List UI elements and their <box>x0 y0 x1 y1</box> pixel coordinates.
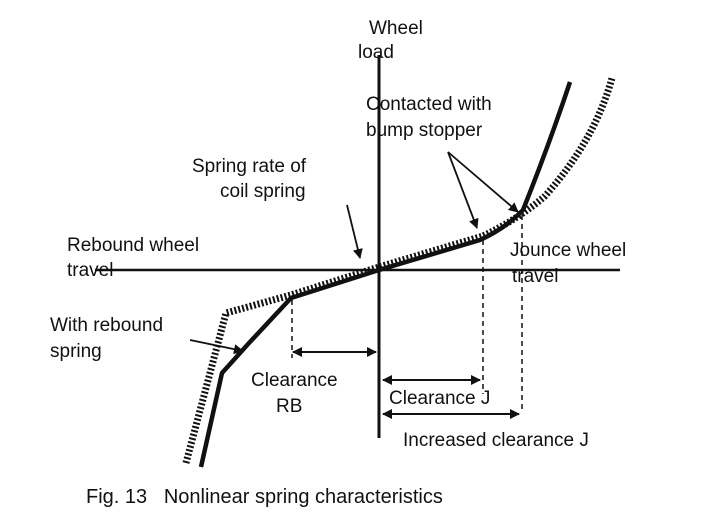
label-clearance-rb-line1: Clearance <box>251 370 338 391</box>
coil-spring-curve-hatched <box>182 77 616 464</box>
label-wheel-load-line2: load <box>358 42 394 63</box>
label-jounce-wheel-travel-line2: travel <box>512 266 558 287</box>
label-rebound-wheel-travel-line2: travel <box>67 260 113 281</box>
label-rebound-spring-line1: With rebound <box>50 315 163 336</box>
label-rebound-wheel-travel-line1: Rebound wheel <box>67 235 199 256</box>
label-wheel-load-line1: Wheel <box>369 18 423 39</box>
pointer-lines <box>189 151 519 355</box>
label-clearance-j: Clearance J <box>389 388 490 409</box>
label-increased-clearance-j: Increased clearance J <box>403 430 589 451</box>
label-bump-stopper-line2: bump stopper <box>366 120 483 141</box>
dimension-arrows <box>292 347 520 419</box>
label-jounce-wheel-travel-line1: Jounce wheel <box>510 240 626 261</box>
nonlinear-characteristic-curve <box>198 81 573 468</box>
label-bump-stopper-line1: Contacted with <box>366 94 492 115</box>
figure-caption: Fig. 13 Nonlinear spring characteristics <box>86 486 443 508</box>
label-rebound-spring-line2: spring <box>50 341 102 362</box>
label-spring-rate-line1: Spring rate of <box>192 156 307 177</box>
label-spring-rate-line2: coil spring <box>220 181 306 202</box>
label-clearance-rb-line2: RB <box>276 396 302 417</box>
